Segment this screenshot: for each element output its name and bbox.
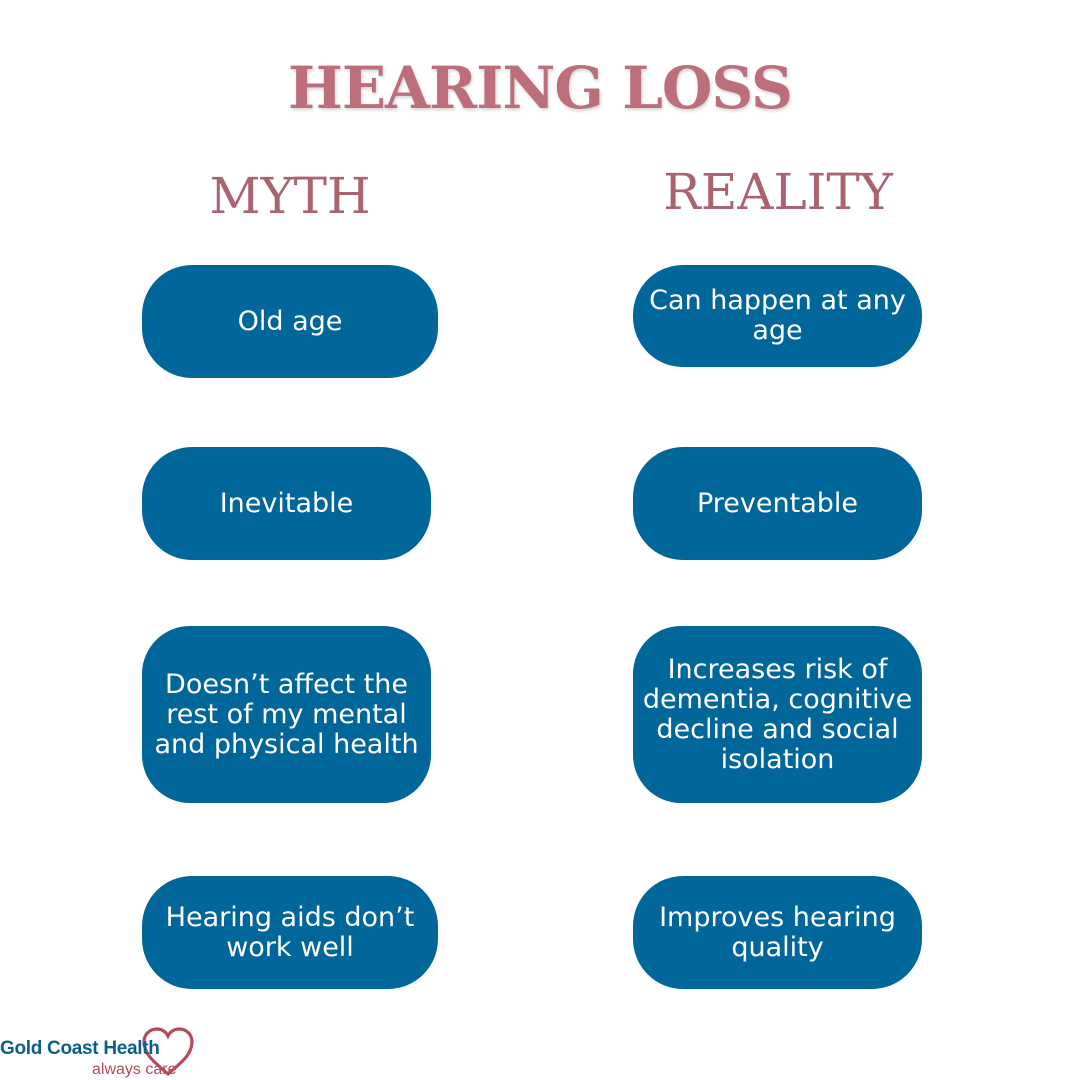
reality-heading: REALITY bbox=[663, 163, 893, 221]
reality-card-3: Increases risk of dementia, cognitive de… bbox=[633, 626, 922, 803]
logo-tagline: always care bbox=[92, 1061, 177, 1078]
logo-name: Gold Coast Health bbox=[0, 1038, 160, 1059]
reality-card-4: Improves hearing quality bbox=[633, 876, 922, 989]
myth-heading: MYTH bbox=[209, 167, 371, 225]
heart-icon bbox=[142, 1027, 194, 1076]
reality-card-2: Preventable bbox=[633, 447, 922, 560]
reality-card-1: Can happen at any age bbox=[633, 265, 922, 367]
myth-card-4: Hearing aids don’t work well bbox=[142, 876, 438, 989]
myth-card-1: Old age bbox=[142, 265, 438, 378]
myth-card-3: Doesn’t affect the rest of my mental and… bbox=[142, 626, 431, 803]
myth-card-2: Inevitable bbox=[142, 447, 431, 560]
gold-coast-health-logo: Gold Coast Health always care bbox=[0, 1022, 220, 1080]
page-title: HEARING LOSS bbox=[288, 54, 793, 122]
